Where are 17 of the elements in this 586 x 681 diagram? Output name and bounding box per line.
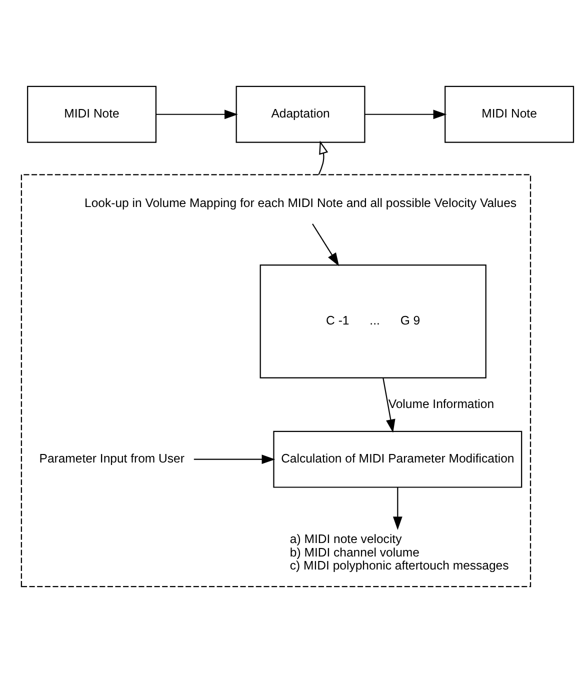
- arrow: [318, 140, 328, 174]
- arrow: [392, 486, 402, 530]
- arrow: [312, 223, 340, 266]
- node-box: Calculation of MIDI Parameter Modification: [273, 430, 522, 488]
- node-box: C -1 ... G 9: [260, 264, 486, 378]
- arrow: [382, 378, 396, 432]
- edge-label: Volume Information: [388, 396, 494, 410]
- arrow: [194, 454, 276, 464]
- node-text: a) MIDI note velocity b) MIDI channel volume c) MIDI polyphonic aftertouch messages: [290, 531, 509, 572]
- arrow: [156, 109, 238, 119]
- node-box: MIDI Note: [444, 85, 574, 142]
- node-text: Parameter Input from User: [39, 450, 184, 465]
- arrow: [364, 109, 447, 119]
- cluster: [20, 174, 532, 587]
- node-box: Adaptation: [236, 85, 366, 142]
- node-box: MIDI Note: [27, 85, 157, 142]
- node-text: Look-up in Volume Mapping for each MIDI Note and all possible Velocity Values: [84, 195, 517, 210]
